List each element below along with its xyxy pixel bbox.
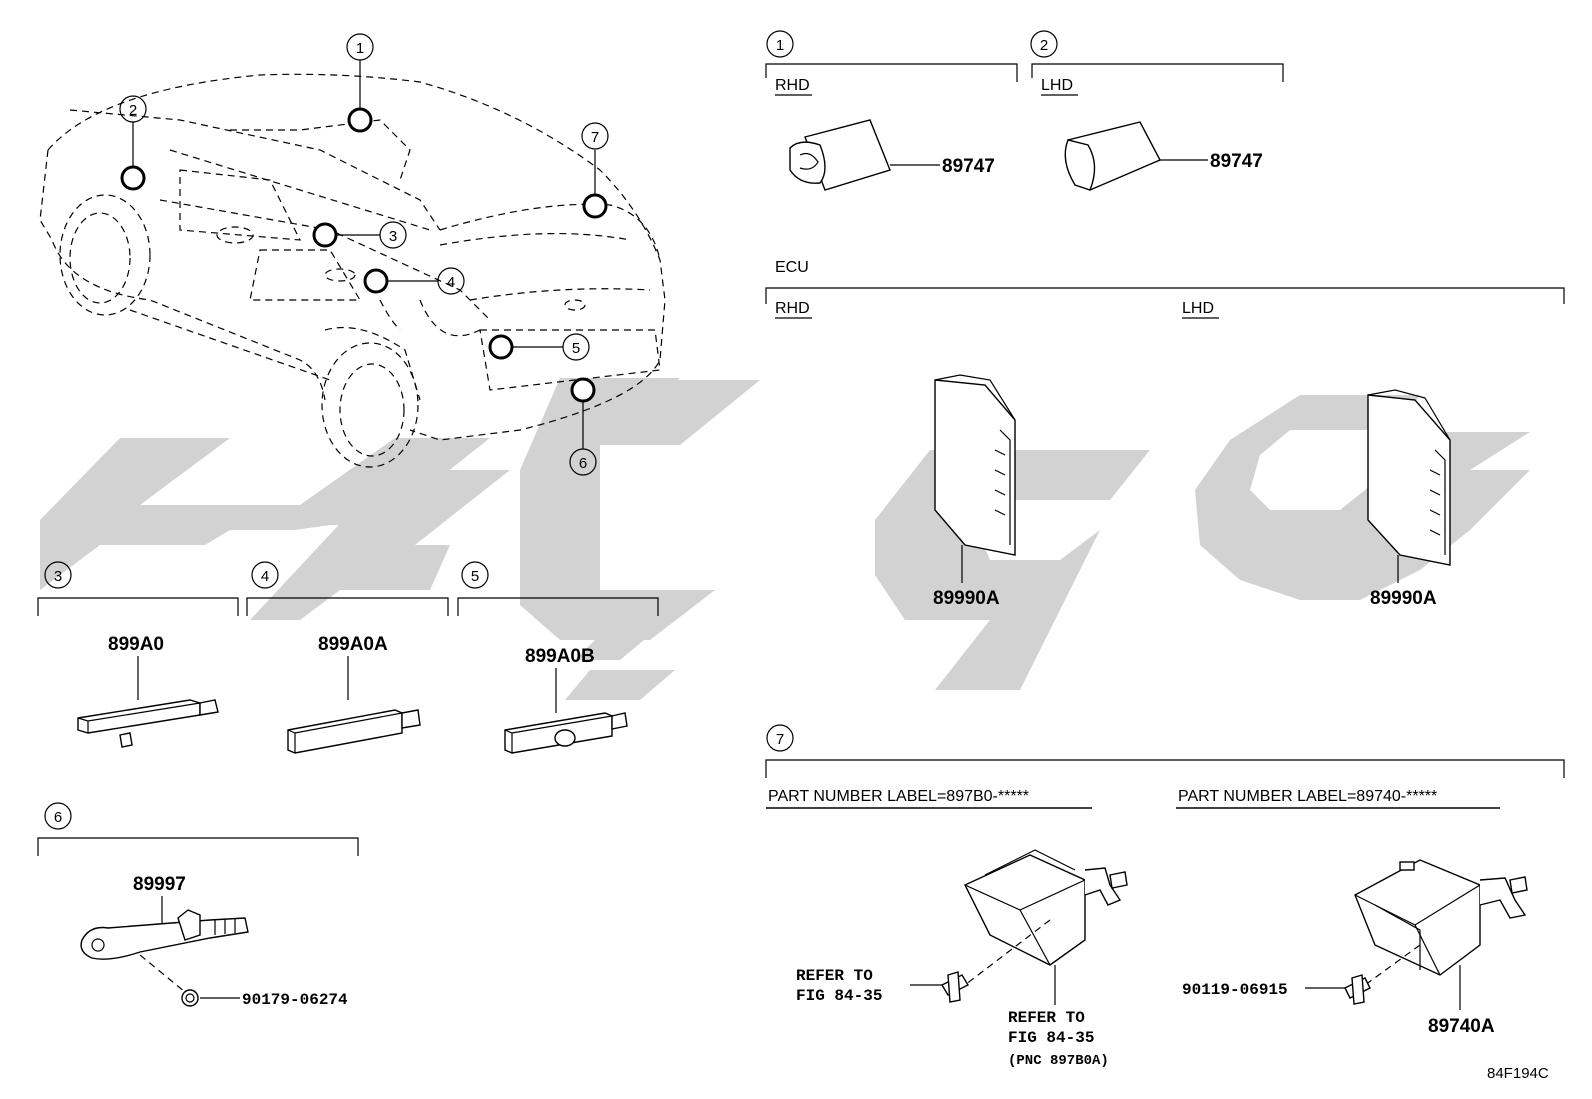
fastener-90179-06274-drawing: [181, 989, 199, 1007]
ecu-lhd-label: LHD: [1182, 300, 1214, 317]
refer-to-b-line2: FIG 84-35: [1008, 1029, 1094, 1047]
part-89747-rhd-drawing: [789, 119, 891, 191]
vehicle-illustration: [39, 73, 666, 468]
location-markers: 1 2 3 4 5 6 7: [119, 33, 609, 476]
part-number-label-a: PART NUMBER LABEL=897B0-*****: [768, 788, 1029, 805]
ecu-title: ECU: [775, 259, 809, 276]
figure-code: 84F194C: [1487, 1065, 1549, 1082]
part-number-label-b: PART NUMBER LABEL=89740-*****: [1178, 788, 1437, 805]
section-4-number: 4: [261, 568, 269, 585]
section-3: 3 899A0: [37, 561, 239, 748]
section-6: 6 89997 90179-06274: [37, 802, 359, 1009]
section-7-number: 7: [776, 731, 784, 748]
location-label-5: 5: [572, 340, 580, 357]
refer-to-b-line1: REFER TO: [1008, 1009, 1085, 1027]
ecu-lhd-drawing: [1367, 389, 1451, 566]
section-3-number: 3: [54, 568, 62, 585]
bolt-897b0-drawing: [941, 971, 969, 1003]
ecu-rhd-drawing: [934, 374, 1016, 556]
part-number-89747-lhd: 89747: [1210, 151, 1263, 172]
location-marker-4: [363, 268, 389, 294]
fastener-number-90179-06274: 90179-06274: [242, 991, 348, 1009]
fastener-number-90119-06915: 90119-06915: [1182, 981, 1288, 999]
refer-to-a-line1: REFER TO: [796, 967, 873, 985]
part-89997-drawing: [80, 909, 249, 960]
location-marker-6: [570, 377, 596, 403]
part-number-89990a-lhd: 89990A: [1370, 588, 1437, 609]
location-label-7: 7: [591, 129, 599, 146]
section-5-number: 5: [471, 568, 479, 585]
section-5: 5 899A0B: [457, 561, 659, 754]
part-number-89747-rhd: 89747: [942, 156, 995, 177]
location-label-1: 1: [356, 40, 364, 57]
part-899a0b-drawing: [504, 712, 628, 754]
location-marker-7: [582, 193, 608, 219]
ecu-rhd-label: RHD: [775, 300, 810, 317]
part-899a0-drawing: [77, 699, 219, 748]
location-label-2: 2: [129, 102, 137, 119]
section-2: 2 LHD 89747: [1030, 30, 1284, 191]
location-marker-3: [312, 222, 338, 248]
section-ecu: ECU RHD LHD 89990A 89990A: [765, 259, 1565, 609]
part-number-899a0a: 899A0A: [318, 634, 388, 655]
part-899a0a-drawing: [287, 709, 421, 754]
part-number-89990a-rhd: 89990A: [933, 588, 1000, 609]
watermark-logo: [40, 378, 1530, 700]
section-1: 1 RHD 89747: [765, 30, 1018, 191]
part-number-899a0: 899A0: [108, 634, 164, 655]
part-89747-lhd-drawing: [1064, 121, 1161, 191]
location-marker-2: [120, 165, 146, 191]
location-label-6: 6: [579, 455, 587, 472]
module-89740a-drawing: [1354, 859, 1528, 976]
location-label-4: 4: [447, 274, 455, 291]
refer-to-a-line2: FIG 84-35: [796, 987, 882, 1005]
section-2-sub-label: LHD: [1041, 77, 1073, 94]
location-marker-5: [488, 334, 514, 360]
part-number-89740a: 89740A: [1428, 1016, 1495, 1037]
section-1-number: 1: [776, 37, 784, 54]
module-897b0-drawing: [964, 849, 1128, 966]
pnc-note: (PNC 897B0A): [1008, 1053, 1109, 1069]
location-label-3: 3: [389, 228, 397, 245]
section-2-number: 2: [1040, 37, 1048, 54]
part-number-89997: 89997: [133, 874, 186, 895]
location-marker-1: [347, 107, 373, 133]
bolt-90119-06915-drawing: [1344, 974, 1371, 1005]
section-7: 7 PART NUMBER LABEL=897B0-***** PART NUM…: [765, 724, 1565, 1069]
section-4: 4 899A0A: [246, 561, 449, 754]
section-6-number: 6: [54, 809, 62, 826]
part-number-899a0b: 899A0B: [525, 646, 595, 667]
section-1-sub-label: RHD: [775, 77, 810, 94]
